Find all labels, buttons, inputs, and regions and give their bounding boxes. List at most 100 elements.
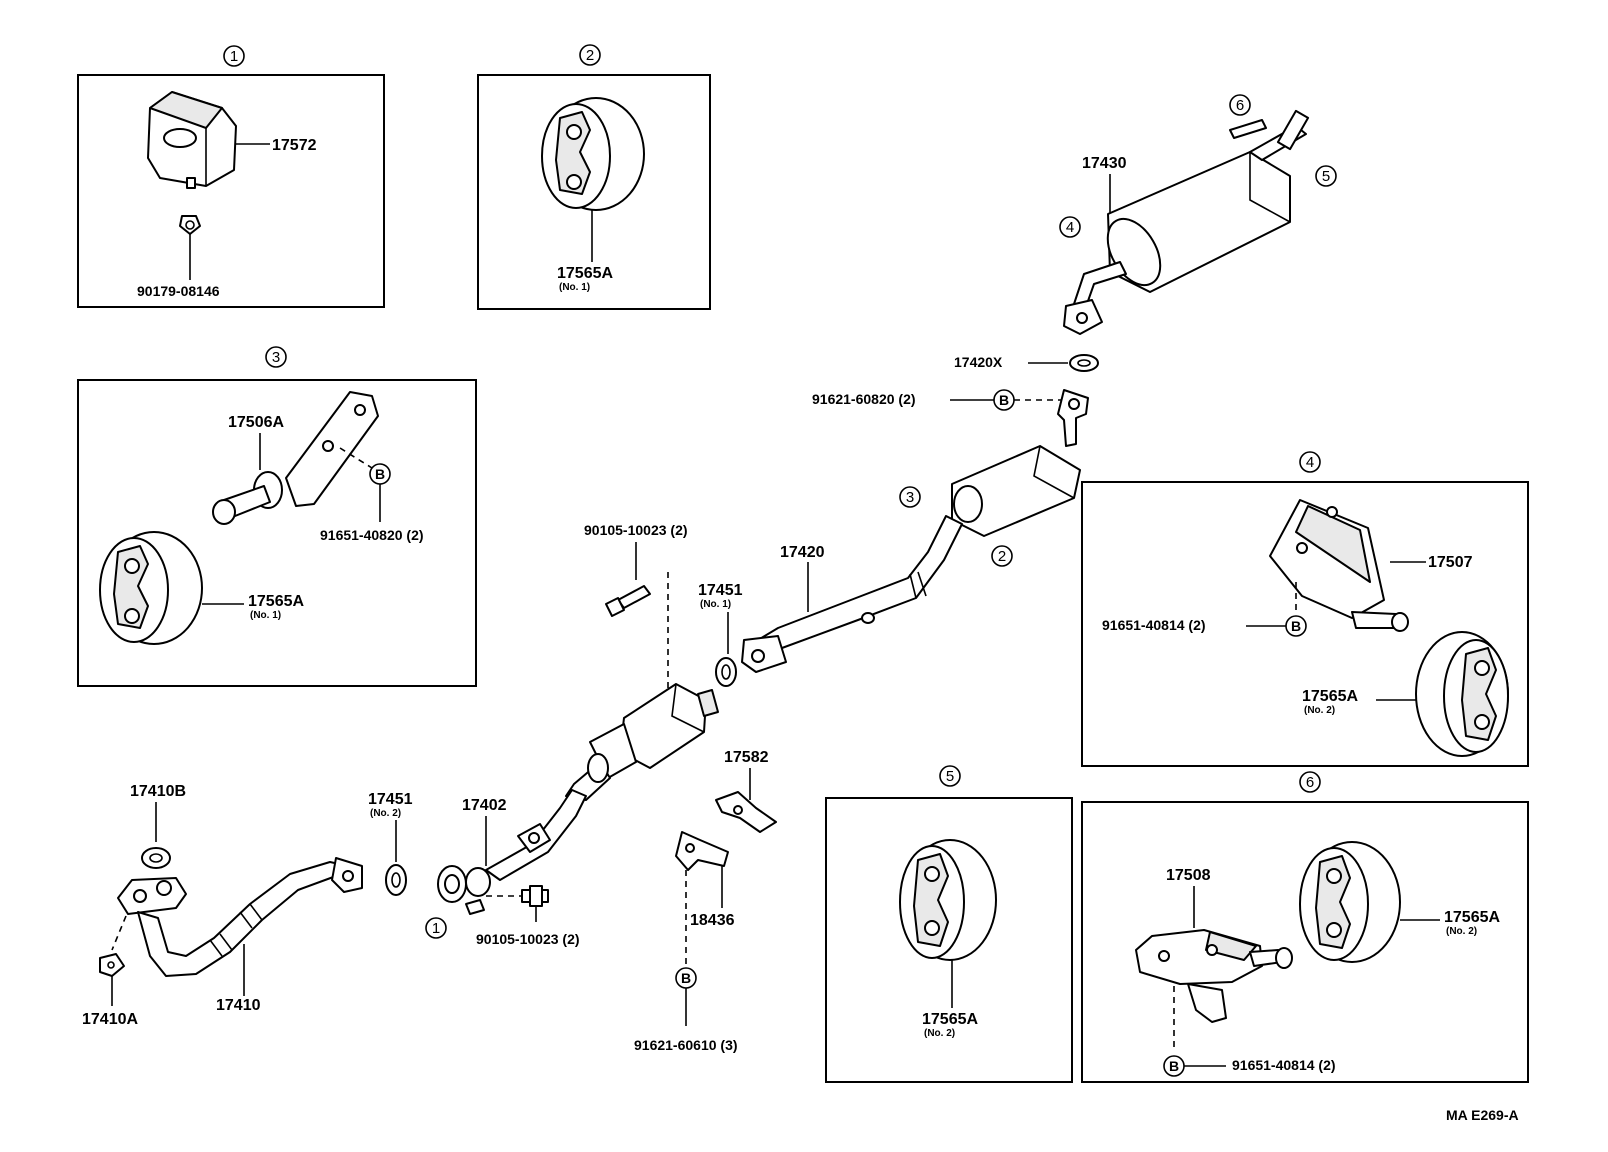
part-label-17565A-box5: 17565A bbox=[922, 1011, 978, 1028]
section-marker-3 bbox=[265, 346, 287, 368]
section-marker-2-ref bbox=[991, 545, 1013, 567]
section-marker-4 bbox=[1299, 451, 1321, 473]
heat-shield-17582-drawing bbox=[715, 791, 777, 833]
part-label-17506A: 17506A bbox=[228, 414, 284, 431]
part-label-91621-60820: 91621-60820 (2) bbox=[812, 391, 916, 407]
rubber-hanger-box6-drawing bbox=[1299, 841, 1401, 963]
bolt-badge-box4-letter: B bbox=[1291, 618, 1301, 634]
rubber-hanger-box4-drawing bbox=[1415, 631, 1509, 757]
section-marker-1-label: 1 bbox=[230, 48, 238, 65]
part-label-91651-40814-box6: 91651-40814 (2) bbox=[1232, 1057, 1336, 1073]
inset-1-support: 1 17572 90179-08146 bbox=[77, 45, 385, 308]
inset-4-hanger-bracket: 4 17507 91651-40814 (2) B 17565A (No. 2) bbox=[1081, 451, 1529, 767]
front-pipe-17402-drawing bbox=[437, 789, 587, 915]
gasket-17410B-drawing bbox=[141, 847, 171, 869]
part-label-17572: 17572 bbox=[272, 137, 317, 154]
section-marker-6 bbox=[1299, 771, 1321, 793]
bolt-badge-box4 bbox=[1285, 615, 1307, 637]
section-marker-1 bbox=[223, 45, 245, 67]
part-sublabel-no1-box3: (No. 1) bbox=[250, 610, 281, 621]
section-marker-5-ref bbox=[1315, 165, 1337, 187]
tail-muffler-group: 6 5 4 17430 17420X 91621-60820 (2) B bbox=[812, 94, 1337, 411]
part-label-17565A-box2: 17565A bbox=[557, 265, 613, 282]
section-marker-5-ref-label: 5 bbox=[1322, 168, 1330, 185]
center-pipe-group: 3 2 17420 bbox=[741, 389, 1089, 673]
part-label-17507: 17507 bbox=[1428, 554, 1473, 571]
part-label-17420: 17420 bbox=[780, 544, 825, 561]
catalytic-converter-drawing bbox=[565, 683, 719, 801]
gasket-17451-no2-drawing bbox=[385, 864, 407, 896]
part-label-17582: 17582 bbox=[724, 749, 769, 766]
part-sublabel-17451-no1: (No. 1) bbox=[700, 599, 731, 610]
rubber-hanger-box3-drawing bbox=[99, 531, 203, 645]
part-label-91651-40820: 91651-40820 (2) bbox=[320, 527, 424, 543]
converter-group: 90105-10023 (2) 17451 (No. 1) 17582 bbox=[565, 522, 777, 1053]
inset-2-frame bbox=[477, 74, 711, 310]
section-marker-1-ref bbox=[425, 917, 447, 939]
part-label-17565A-box6: 17565A bbox=[1444, 909, 1500, 926]
part-label-17565A-box4: 17565A bbox=[1302, 688, 1358, 705]
section-marker-6-label: 6 bbox=[1306, 774, 1314, 791]
section-marker-1-ref-label: 1 bbox=[432, 920, 440, 937]
nut-90179-drawing bbox=[179, 215, 201, 235]
bolt-badge-box6-letter: B bbox=[1169, 1058, 1179, 1074]
part-label-17410A: 17410A bbox=[82, 1011, 138, 1028]
part-sublabel-no2-box5: (No. 2) bbox=[924, 1028, 955, 1039]
part-label-90105-top: 90105-10023 (2) bbox=[584, 522, 688, 538]
bolt-badge-box3-letter: B bbox=[375, 466, 385, 482]
bracket-17507-drawing bbox=[1269, 499, 1409, 632]
inset-6-hanger-bracket: 6 17508 B 91651-40814 (2) 17565A (No. 2) bbox=[1081, 771, 1529, 1083]
part-label-18436: 18436 bbox=[690, 912, 735, 929]
gasket-17451-no1-drawing bbox=[715, 657, 737, 687]
bolt-badge-60610-letter: B bbox=[681, 970, 691, 986]
part-label-17410B: 17410B bbox=[130, 783, 186, 800]
part-label-91621-60610: 91621-60610 (3) bbox=[634, 1037, 738, 1053]
part-label-17430: 17430 bbox=[1082, 155, 1127, 172]
manifold-pipe-group: 17410B 17410A 17410 bbox=[82, 783, 363, 1028]
pipe-17410-drawing bbox=[117, 857, 363, 977]
inset-5-hanger: 5 17565A (No. 2) bbox=[825, 765, 1073, 1083]
section-marker-2-label: 2 bbox=[586, 47, 594, 64]
part-sublabel-17451-no2: (No. 2) bbox=[370, 808, 401, 819]
center-pipe-17420-drawing bbox=[741, 389, 1089, 673]
part-label-17451-no2: 17451 bbox=[368, 791, 413, 808]
rubber-hanger-box5-drawing bbox=[899, 839, 997, 961]
inset-1-frame bbox=[77, 74, 385, 308]
section-marker-3-ref bbox=[899, 486, 921, 508]
document-code: MA E269-A bbox=[1446, 1107, 1519, 1123]
part-label-17451-no1: 17451 bbox=[698, 582, 743, 599]
section-marker-4-ref bbox=[1059, 216, 1081, 238]
section-marker-2-ref-label: 2 bbox=[998, 548, 1006, 565]
part-sublabel-no1-box2: (No. 1) bbox=[559, 282, 590, 293]
front-pipe-group: 17402 1 90105-10023 (2) 17451 (No. 2) bbox=[368, 789, 587, 947]
part-label-91651-40814-box4: 91651-40814 (2) bbox=[1102, 617, 1206, 633]
section-marker-5-label: 5 bbox=[946, 768, 954, 785]
inset-6-frame bbox=[1081, 801, 1529, 1083]
part-label-90179-08146: 90179-08146 bbox=[137, 283, 220, 299]
bracket-17506A-drawing bbox=[212, 391, 379, 525]
part-sublabel-no2-box4: (No. 2) bbox=[1304, 705, 1335, 716]
part-label-17402: 17402 bbox=[462, 797, 507, 814]
section-marker-4-ref-label: 4 bbox=[1066, 219, 1074, 236]
section-marker-6-ref-label: 6 bbox=[1236, 97, 1244, 114]
part-label-90105-bottom: 90105-10023 (2) bbox=[476, 931, 580, 947]
section-marker-5 bbox=[939, 765, 961, 787]
bolt-90105-top-drawing bbox=[605, 585, 651, 617]
section-marker-3-ref-label: 3 bbox=[906, 489, 914, 506]
part-label-17410: 17410 bbox=[216, 997, 261, 1014]
inset-2-hanger: 2 17565A (No. 1) bbox=[477, 44, 711, 310]
inset-3-frame bbox=[77, 379, 477, 687]
inset-4-frame bbox=[1081, 481, 1529, 767]
inset-3-hanger-bracket: 3 17506A B 91651-40820 (2) 17565A (No. 1… bbox=[77, 346, 477, 687]
section-marker-3-label: 3 bbox=[272, 349, 280, 366]
section-marker-6-ref bbox=[1229, 94, 1251, 116]
bolt-90105-bottom-drawing bbox=[521, 885, 549, 907]
nut-17410A-drawing bbox=[99, 953, 125, 977]
part-label-17508: 17508 bbox=[1166, 867, 1211, 884]
inset-5-frame bbox=[825, 797, 1073, 1083]
rubber-mount-17572-drawing bbox=[147, 91, 237, 189]
section-marker-4-label: 4 bbox=[1306, 454, 1314, 471]
gasket-17420X-drawing bbox=[1069, 354, 1099, 372]
rubber-hanger-no1-drawing bbox=[541, 97, 645, 211]
